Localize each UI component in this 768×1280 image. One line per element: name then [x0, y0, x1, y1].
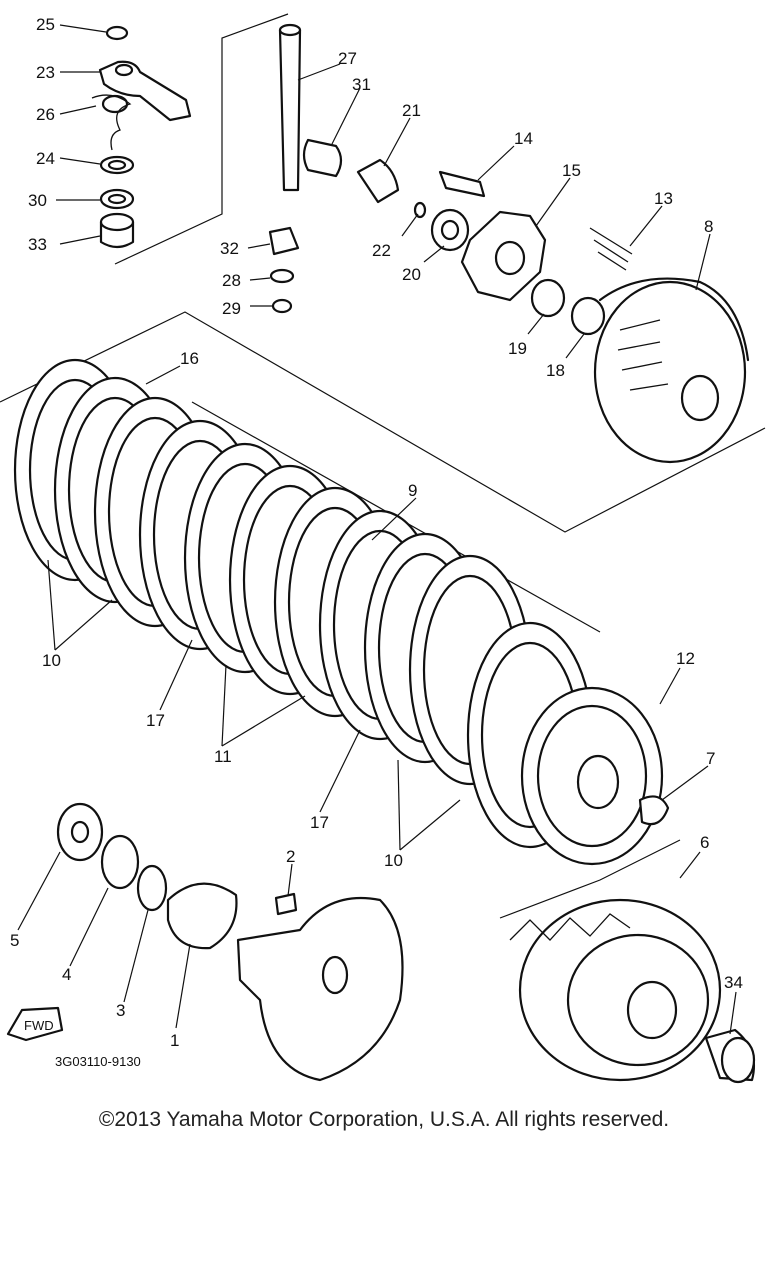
drawing-code: 3G03110-9130 — [55, 1054, 141, 1069]
fwd-arrow: FWD — [6, 1006, 64, 1042]
copyright-notice: ©2013 Yamaha Motor Corporation, U.S.A. A… — [98, 1108, 670, 1131]
callout-27: 27 — [338, 49, 357, 68]
callout-21: 21 — [402, 101, 421, 120]
callout-20: 20 — [402, 265, 421, 284]
callout-22: 22 — [372, 241, 391, 260]
part-31-plunger — [302, 138, 343, 178]
part-22-ball — [413, 201, 427, 219]
boss-bracket — [499, 839, 681, 919]
part-1-gear — [166, 882, 238, 950]
part-27-push-rod — [278, 28, 302, 192]
upper-assembly-bracket — [0, 311, 766, 533]
part-30-seal — [99, 188, 135, 210]
part-24-washer — [99, 155, 135, 175]
part-2-key — [274, 892, 298, 916]
callout-23: 23 — [36, 63, 55, 82]
part-25-circlip — [105, 25, 129, 41]
part-13-spring — [589, 227, 633, 271]
part-15-plate — [460, 210, 547, 302]
callout-34: 34 — [724, 973, 743, 992]
leader-lines — [17, 24, 737, 1035]
part-3-clip — [136, 864, 168, 912]
callout-labels: 1 2 3 4 5 6 7 8 9 10 10 11 12 13 14 15 1… — [10, 15, 743, 1050]
part-12-pressure-plate — [520, 686, 664, 866]
part-7-clip — [638, 795, 670, 826]
callout-4: 4 — [62, 965, 71, 984]
callout-19: 19 — [508, 339, 527, 358]
callout-32: 32 — [220, 239, 239, 258]
plate-stack — [13, 358, 594, 849]
callout-10b: 10 — [384, 851, 403, 870]
callout-17a: 17 — [146, 711, 165, 730]
callout-2: 2 — [286, 847, 295, 866]
callout-10a: 10 — [42, 651, 61, 670]
callout-9: 9 — [408, 481, 417, 500]
callout-18: 18 — [546, 361, 565, 380]
gear-hub — [236, 896, 404, 1082]
callout-1: 1 — [170, 1031, 179, 1050]
callout-13: 13 — [654, 189, 673, 208]
callout-6: 6 — [700, 833, 709, 852]
part-20-bearing — [430, 208, 470, 252]
callout-14: 14 — [514, 129, 533, 148]
callout-17b: 17 — [310, 813, 329, 832]
part-23-lever — [98, 60, 192, 122]
callout-24: 24 — [36, 149, 55, 168]
fwd-label: FWD — [24, 1018, 54, 1033]
callout-25: 25 — [36, 15, 55, 34]
callout-8: 8 — [704, 217, 713, 236]
pushrod-group — [268, 23, 633, 336]
callout-5: 5 — [10, 931, 19, 950]
part-28-washer — [269, 268, 295, 284]
clutch-exploded-diagram: FWD 3G03110-9130 — [0, 13, 766, 1084]
part-21-shaft — [356, 158, 400, 204]
callout-12: 12 — [676, 649, 695, 668]
part-8-clutch-housing — [593, 277, 750, 464]
part-29-clip — [271, 298, 293, 314]
part-4-washer — [100, 834, 140, 890]
callout-7: 7 — [706, 749, 715, 768]
pushrod-group-bracket — [114, 13, 289, 265]
callout-30: 30 — [28, 191, 47, 210]
callout-11: 11 — [214, 747, 232, 766]
part-14-adjuster — [438, 170, 486, 198]
callout-33: 33 — [28, 235, 47, 254]
callout-28: 28 — [222, 271, 241, 290]
part-26-spring — [91, 94, 132, 151]
lever-group — [91, 25, 192, 249]
part-6-clutch-boss — [509, 898, 722, 1082]
part-5-nut — [56, 802, 104, 862]
part-34-plug — [704, 1028, 756, 1084]
bottom-left-parts — [56, 802, 404, 1082]
callout-3: 3 — [116, 1001, 125, 1020]
part-19-nut — [530, 278, 566, 318]
callout-15: 15 — [562, 161, 581, 180]
part-18-washer — [570, 296, 606, 336]
callout-16: 16 — [180, 349, 199, 368]
part-32-gear — [268, 226, 300, 256]
callout-31: 31 — [352, 75, 371, 94]
callout-29: 29 — [222, 299, 241, 318]
callout-26: 26 — [36, 105, 55, 124]
